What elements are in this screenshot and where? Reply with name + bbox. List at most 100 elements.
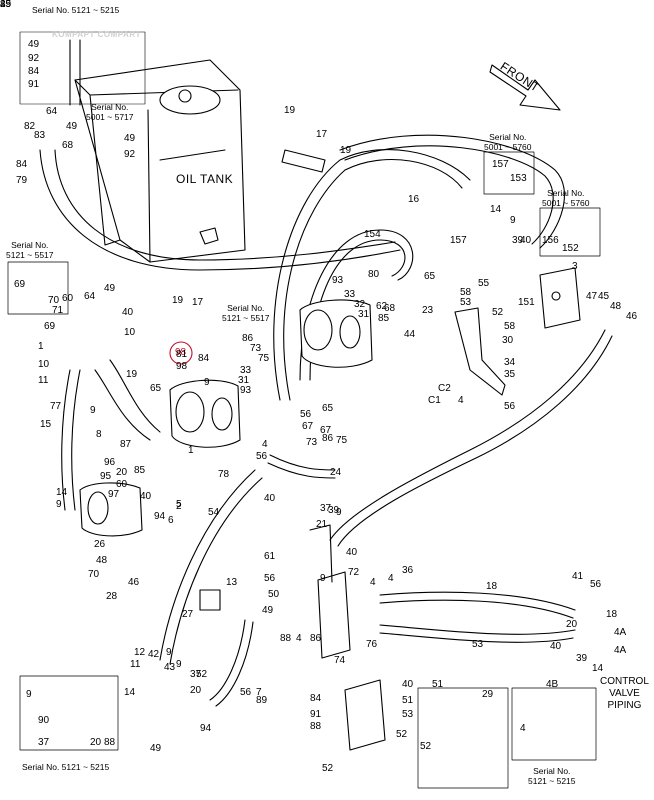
part-callout: 9 bbox=[320, 573, 326, 584]
part-callout: 49 bbox=[262, 605, 274, 616]
part-callout: 90 bbox=[38, 715, 50, 726]
part-callout: 88 bbox=[104, 737, 116, 748]
hose-24 bbox=[267, 454, 336, 479]
part-callout: 29 bbox=[482, 689, 494, 700]
part-callout: 86 bbox=[322, 433, 334, 444]
hose-upper-right bbox=[339, 134, 565, 249]
part-callout: 9 bbox=[56, 499, 62, 510]
part-callout: 46 bbox=[128, 577, 140, 588]
part-callout: 45 bbox=[0, 0, 12, 10]
inset-serial-box bbox=[483, 151, 535, 195]
part-callout: 91 bbox=[310, 709, 322, 720]
part-callout: 84 bbox=[16, 159, 28, 170]
part-callout: 4 bbox=[520, 723, 526, 734]
part-callout: 50 bbox=[268, 589, 280, 600]
hose-15 bbox=[94, 359, 161, 441]
part-callout: 52 bbox=[492, 307, 504, 318]
part-callout: 93 bbox=[240, 385, 252, 396]
part-callout: 10 bbox=[38, 359, 50, 370]
part-callout: 37 bbox=[320, 503, 332, 514]
part-callout: 12 bbox=[134, 647, 146, 658]
part-callout: 14 bbox=[56, 487, 68, 498]
part-callout: 4A bbox=[614, 627, 627, 638]
part-callout: 61 bbox=[264, 551, 276, 562]
part-callout: 56 bbox=[300, 409, 312, 420]
part-callout: 56 bbox=[256, 451, 268, 462]
part-callout: 49 bbox=[150, 743, 162, 754]
part-callout: 39 bbox=[512, 235, 524, 246]
part-callout: 1 bbox=[38, 341, 44, 352]
part-callout: 52 bbox=[322, 763, 334, 774]
part-callout: 49 bbox=[66, 121, 78, 132]
part-callout: 48 bbox=[610, 301, 622, 312]
part-callout: 4 bbox=[370, 577, 376, 588]
part-callout: 94 bbox=[200, 723, 212, 734]
part-callout: 35 bbox=[504, 369, 516, 380]
part-callout: 40 bbox=[520, 235, 532, 246]
pump-center bbox=[299, 299, 373, 368]
bracket-30 bbox=[454, 307, 506, 396]
part-callout: 49 bbox=[28, 39, 40, 50]
part-callout: 9 bbox=[90, 405, 96, 416]
part-callout: 2 bbox=[176, 501, 182, 512]
part-callout: 85 bbox=[134, 465, 146, 476]
part-callout: 44 bbox=[404, 329, 416, 340]
part-callout: 55 bbox=[478, 278, 490, 289]
part-callout: 77 bbox=[50, 401, 62, 412]
part-callout: 91 bbox=[28, 79, 40, 90]
part-callout: C2 bbox=[438, 383, 451, 394]
part-callout: 157 bbox=[450, 235, 467, 246]
part-callout: 32 bbox=[354, 299, 366, 310]
part-callout: 84 bbox=[28, 66, 40, 77]
part-callout: 64 bbox=[84, 291, 96, 302]
part-callout: 78 bbox=[218, 469, 230, 480]
part-callout: 79 bbox=[16, 175, 28, 186]
part-callout: 154 bbox=[364, 229, 381, 240]
part-callout: 94 bbox=[154, 511, 166, 522]
part-callout: 31 bbox=[238, 375, 250, 386]
part-callout: 58 bbox=[460, 287, 472, 298]
part-callout: 9 bbox=[336, 507, 342, 518]
part-callout: 33 bbox=[344, 289, 356, 300]
part-callout: 65 bbox=[322, 403, 334, 414]
part-callout: 86 bbox=[310, 633, 322, 644]
part-callout: 157 bbox=[492, 159, 509, 170]
part-callout: 28 bbox=[106, 591, 118, 602]
part-callout: 67 bbox=[320, 425, 332, 436]
part-callout: 69 bbox=[14, 279, 26, 290]
part-callout: 73 bbox=[306, 437, 318, 448]
part-callout: 56 bbox=[240, 687, 252, 698]
part-callout: 152 bbox=[562, 243, 579, 254]
part-callout: 43 bbox=[164, 662, 176, 673]
part-callout: 14 bbox=[490, 204, 502, 215]
serial-label-8: Serial No. 5121 ~ 5215 bbox=[528, 766, 576, 786]
part-callout: 20 bbox=[90, 737, 102, 748]
part-callout: 51 bbox=[402, 695, 414, 706]
part-callout: 81 bbox=[176, 349, 188, 360]
valve-3 bbox=[539, 267, 581, 329]
part-callout: 31 bbox=[358, 309, 370, 320]
part-callout: 84 bbox=[198, 353, 210, 364]
part-callout: 97 bbox=[108, 489, 120, 500]
inset-4-right-box bbox=[511, 687, 597, 761]
serial-label-7: Serial No. 5121 ~ 5215 bbox=[22, 762, 110, 772]
part-callout: 9 bbox=[166, 647, 172, 658]
part-callout: 49 bbox=[124, 133, 136, 144]
part-callout: 4A bbox=[614, 645, 627, 656]
part-callout: 40 bbox=[264, 493, 276, 504]
part-callout: 16 bbox=[408, 194, 420, 205]
part-callout: 40 bbox=[550, 641, 562, 652]
part-callout: 41 bbox=[572, 571, 584, 582]
serial-label-2: Serial No. 5001 ~ 5717 bbox=[86, 102, 134, 122]
part-callout: 74 bbox=[334, 655, 346, 666]
part-callout: 68 bbox=[62, 140, 74, 151]
hose-left-long bbox=[39, 149, 401, 271]
part-callout: 68 bbox=[384, 303, 396, 314]
part-callout: 9 bbox=[176, 659, 182, 670]
bracket-29 bbox=[344, 679, 386, 751]
part-callout: 60 bbox=[62, 293, 74, 304]
part-callout: 18 bbox=[486, 581, 498, 592]
part-callout: 73 bbox=[250, 343, 262, 354]
hose-21 bbox=[159, 469, 263, 665]
